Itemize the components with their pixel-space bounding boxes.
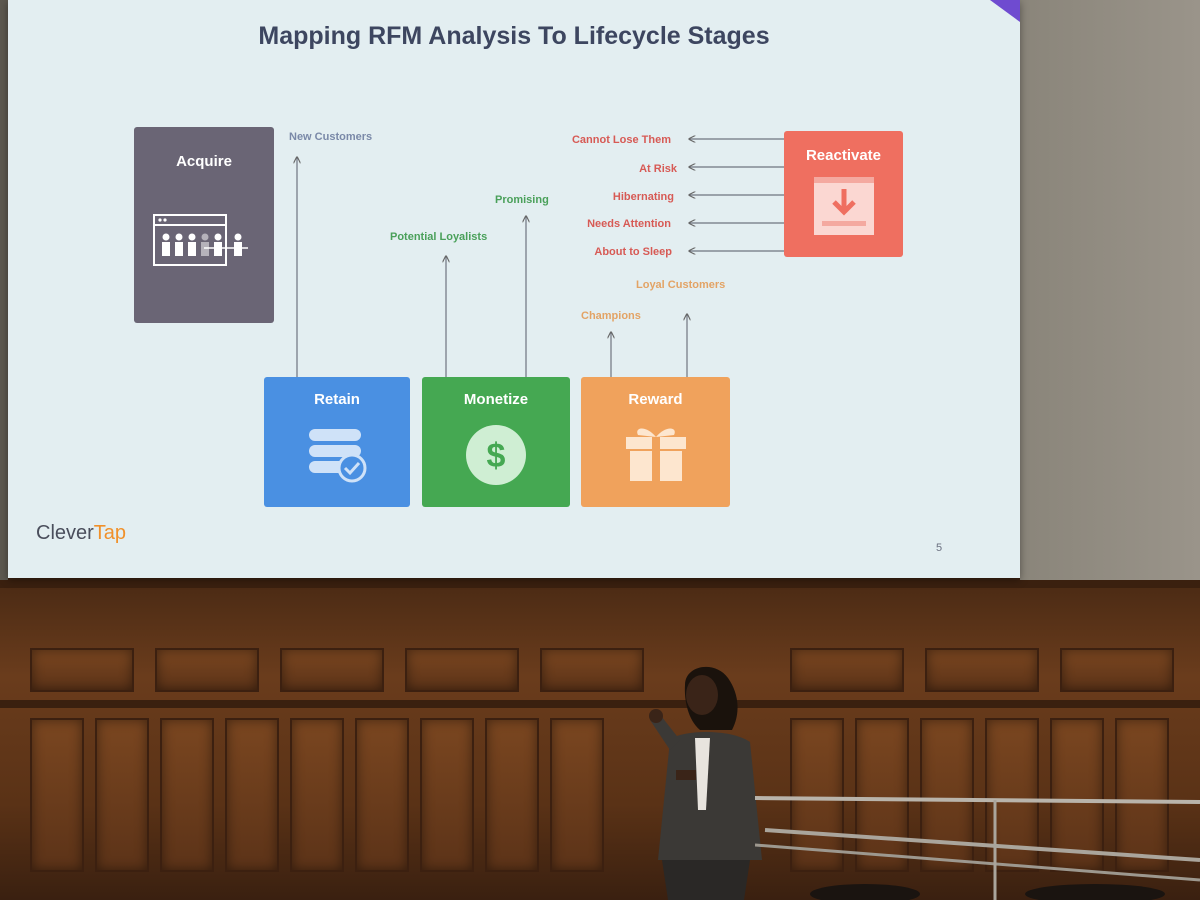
segment-champions: Champions <box>581 310 641 322</box>
stair-railing <box>755 790 1200 900</box>
slide-number: 5 <box>936 542 942 554</box>
segment-potential-loyalists: Potential Loyalists <box>390 231 487 243</box>
stage-retain: Retain <box>264 377 410 507</box>
wood-panel <box>290 718 344 872</box>
segment-loyal-customers: Loyal Customers <box>636 279 725 291</box>
stage-retain-label: Retain <box>264 391 410 408</box>
top-rail <box>0 580 1200 588</box>
stage-reward: Reward <box>581 377 730 507</box>
wood-panel <box>355 718 409 872</box>
segment-cannot-lose-them: Cannot Lose Them <box>528 134 671 146</box>
dollar-coin-icon: $ <box>464 423 528 487</box>
wood-panel <box>95 718 149 872</box>
segment-about-to-sleep: About to Sleep <box>528 246 672 258</box>
stage-reactivate-label: Reactivate <box>784 147 903 164</box>
svg-text:$: $ <box>487 437 506 475</box>
brand-prefix: Clever <box>36 522 94 544</box>
database-check-icon <box>305 427 369 485</box>
wood-panel <box>420 718 474 872</box>
segment-new-customers: New Customers <box>289 131 372 143</box>
segment-needs-attention: Needs Attention <box>528 218 671 230</box>
brand-logo: CleverTap <box>36 522 126 545</box>
segment-at-risk: At Risk <box>528 163 677 175</box>
gift-icon <box>624 423 688 483</box>
wood-panel <box>925 648 1039 692</box>
stage-monetize: Monetize $ <box>422 377 570 507</box>
wood-panel <box>160 718 214 872</box>
wood-panel <box>485 718 539 872</box>
wood-panel <box>1060 648 1174 692</box>
wood-panel <box>155 648 259 692</box>
presenter-figure <box>640 660 770 900</box>
stage-reactivate: Reactivate <box>784 131 903 257</box>
segment-hibernating: Hibernating <box>528 191 674 203</box>
wood-panel <box>550 718 604 872</box>
download-window-icon <box>812 175 876 237</box>
wall-right <box>1020 0 1200 580</box>
wood-panel <box>30 718 84 872</box>
wood-panel <box>280 648 384 692</box>
wood-panel <box>405 648 519 692</box>
stage-monetize-label: Monetize <box>422 391 570 408</box>
presentation-slide: Mapping RFM Analysis To Lifecycle Stages… <box>8 0 1020 578</box>
wood-panel <box>540 648 644 692</box>
wood-panel <box>30 648 134 692</box>
wood-panel <box>225 718 279 872</box>
stage-reward-label: Reward <box>581 391 730 408</box>
middle-rail <box>0 700 1200 708</box>
wall-left <box>0 0 8 580</box>
brand-accent: Tap <box>94 522 126 544</box>
stage-acquire: Acquire <box>134 127 274 323</box>
wood-panel <box>790 648 904 692</box>
stage-acquire-label: Acquire <box>134 153 274 170</box>
people-browser-icon <box>152 213 256 267</box>
